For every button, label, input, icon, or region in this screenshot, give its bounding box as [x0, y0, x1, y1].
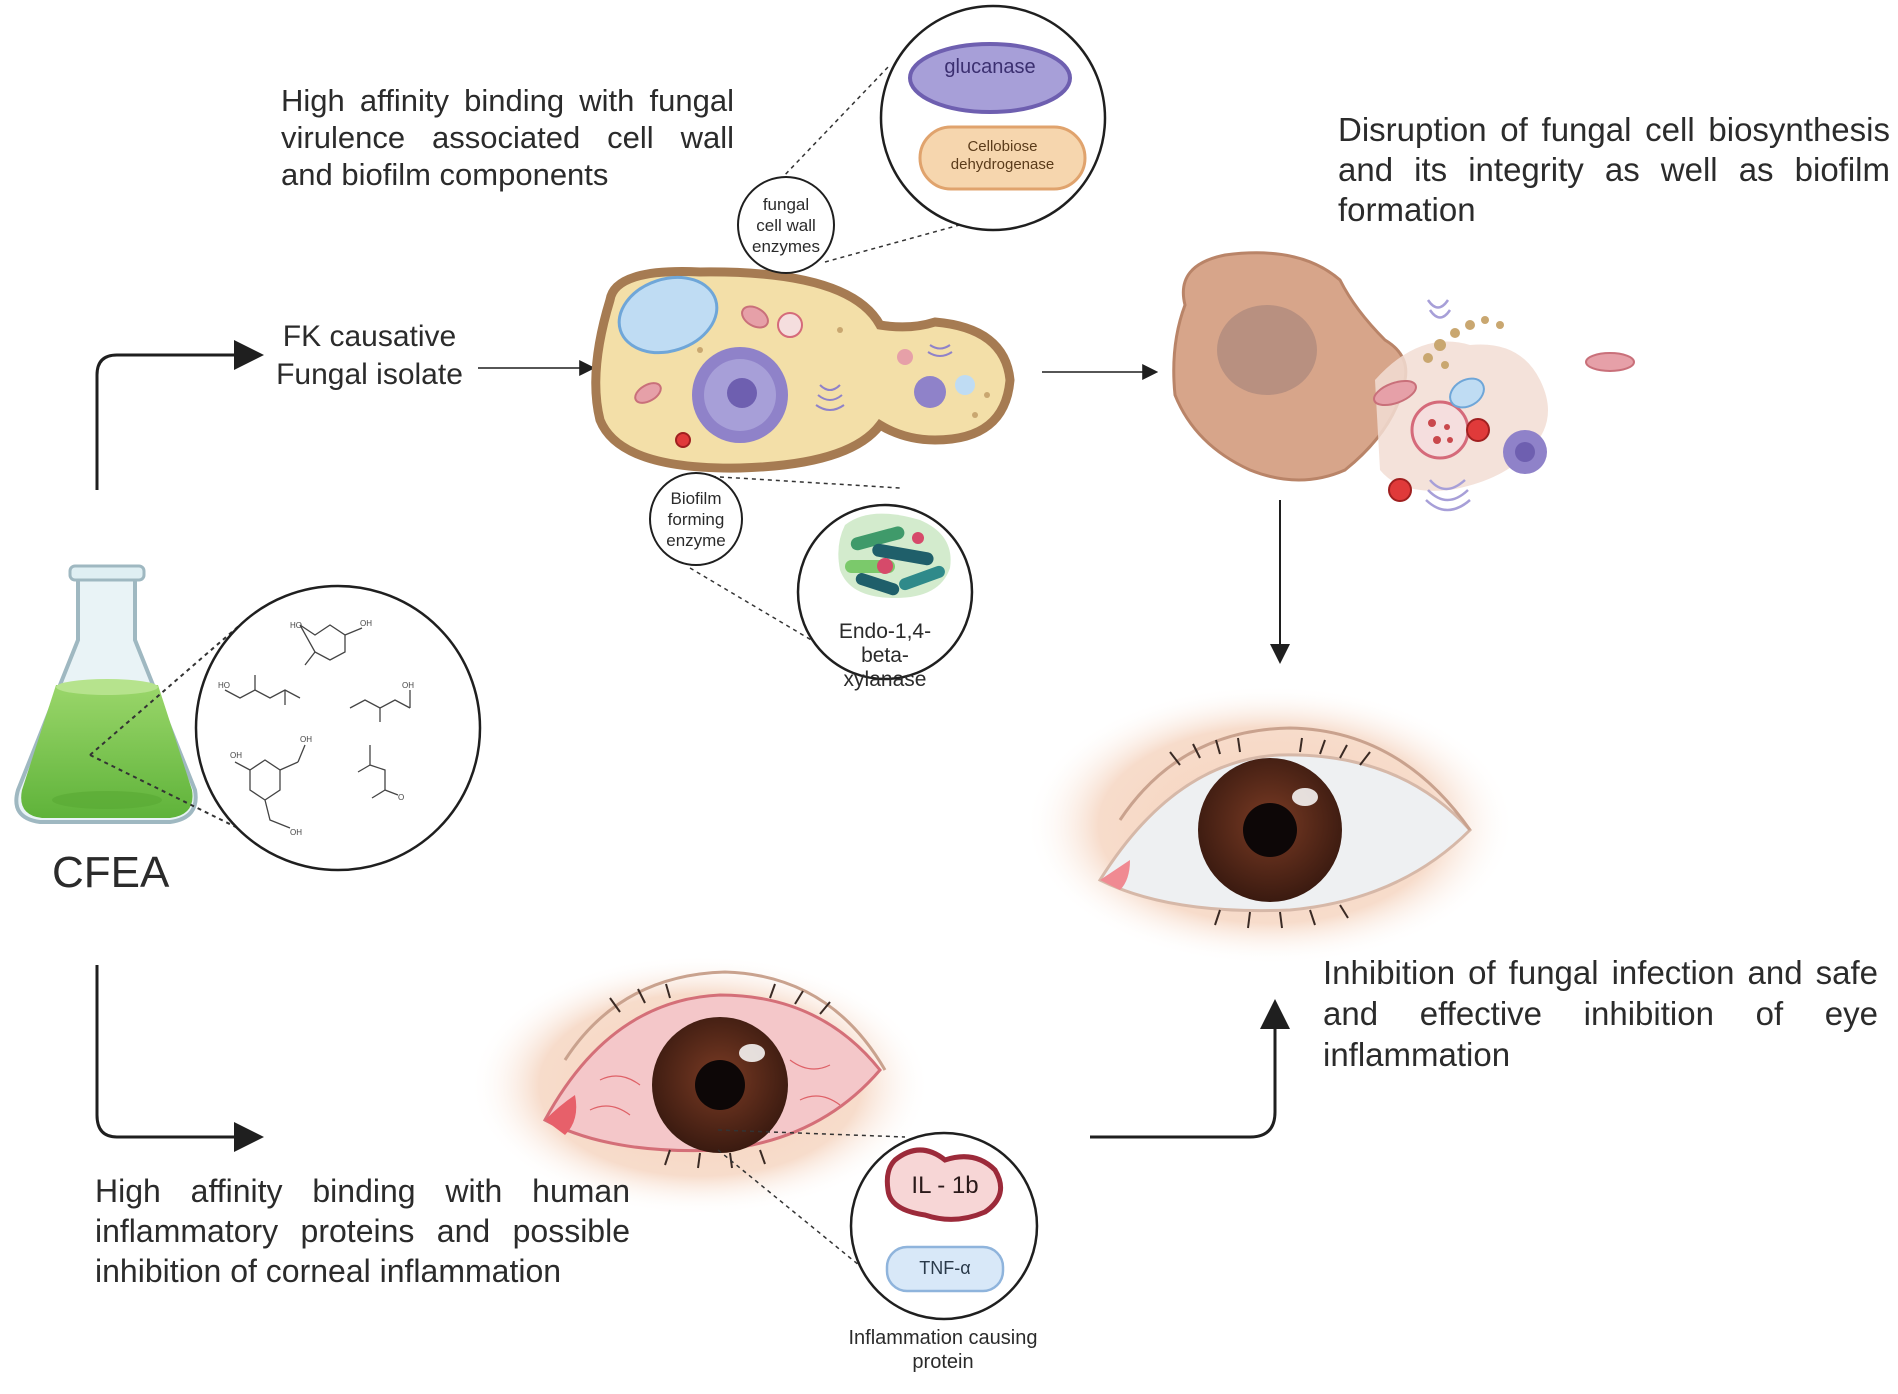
il1b-shape	[884, 1147, 1004, 1222]
molecule-zoom-line	[89, 617, 249, 756]
inflammation-protein-label: Inflammation causing protein	[848, 1327, 1038, 1373]
inflamed-eye-icon	[470, 955, 930, 1215]
tnf-label: TNF-α	[919, 1258, 971, 1278]
bacteria-icon	[838, 513, 951, 598]
glucanase-shape	[908, 42, 1072, 114]
xylanase-label: Endo-1,4-beta-xylanase	[838, 620, 932, 691]
svg-text:HO: HO	[218, 681, 230, 690]
svg-text:OH: OH	[360, 619, 372, 628]
cfea-label: CFEA	[52, 848, 170, 897]
fk-isolate-label: FK causative Fungal isolate	[276, 320, 463, 391]
cellobiose-label: Cellobiose dehydrogenase	[950, 138, 1055, 173]
disruption-text: Disruption of fungal cell biosynthesis a…	[1338, 111, 1890, 228]
yeast-cell-icon	[591, 267, 1015, 473]
svg-text:OH: OH	[230, 751, 242, 760]
arrow-to-human-binding	[95, 965, 264, 1152]
arrow-to-fk-isolate	[95, 340, 264, 490]
zoom-line	[687, 474, 901, 489]
biofilm-enzyme-circle	[649, 472, 743, 566]
fungal-binding-text: High affinity binding with fungal virule…	[281, 83, 734, 192]
healthy-eye-icon	[1025, 685, 1515, 965]
arrow-inflamed-to-healthy	[1090, 999, 1290, 1139]
molecule-icon: HO OH HO OH OH OH OH O	[194, 584, 482, 872]
enzyme-zoom-circle	[879, 4, 1107, 232]
cell-wall-enzymes-label: fungal cell wall enzymes	[751, 195, 821, 256]
il1b-label: IL - 1b	[911, 1172, 979, 1199]
svg-text:HO: HO	[290, 621, 302, 630]
molecule-zoom-line	[89, 754, 253, 836]
disrupted-cell-icon	[1172, 251, 1635, 512]
human-binding-text: High affinity binding with human inflamm…	[95, 1173, 630, 1289]
svg-text:OH: OH	[402, 681, 414, 690]
svg-text:O: O	[398, 793, 404, 802]
biofilm-enzyme-label: Biofilm forming enzyme	[666, 489, 726, 550]
flask-icon	[14, 564, 198, 824]
svg-text:OH: OH	[290, 828, 302, 837]
cell-wall-enzyme-circle	[737, 176, 835, 274]
cellobiose-shape	[918, 125, 1087, 191]
zoom-line	[717, 1129, 906, 1138]
glucanase-label: glucanase	[944, 56, 1036, 78]
svg-text:OH: OH	[300, 735, 312, 744]
inhibition-text: Inhibition of fungal infection and safe …	[1323, 954, 1878, 1073]
zoom-line	[689, 567, 846, 661]
tnf-shape	[885, 1245, 1005, 1293]
